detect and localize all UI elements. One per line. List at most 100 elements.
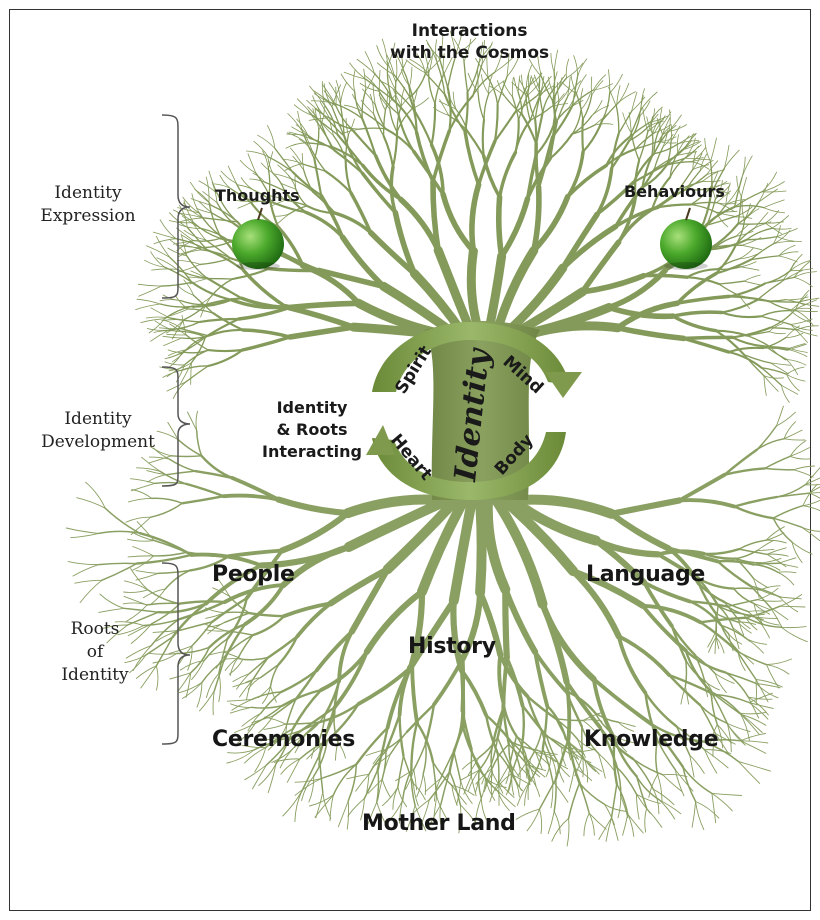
root-segment — [623, 814, 628, 835]
root-segment — [268, 764, 276, 793]
root-segment — [154, 552, 187, 556]
root-segment — [153, 654, 177, 664]
root-segment — [528, 75, 529, 96]
root-segment — [770, 328, 797, 330]
root-segment — [644, 275, 688, 277]
label-thoughts: Thoughts — [215, 186, 300, 205]
root-segment — [261, 163, 272, 173]
root-segment — [705, 750, 717, 774]
root-segment — [186, 484, 224, 496]
root-segment — [619, 83, 628, 101]
root-segment — [302, 755, 320, 791]
root-segment — [784, 430, 802, 439]
root-segment — [412, 664, 417, 723]
root-segment — [233, 674, 250, 682]
root-segment — [789, 344, 805, 349]
root-segment — [610, 74, 623, 93]
root-segment — [773, 518, 792, 542]
root-label-ceremonies: Ceremonies — [212, 727, 355, 752]
root-segment — [243, 330, 290, 337]
root-segment — [734, 497, 776, 507]
root-segment — [764, 200, 785, 208]
root-segment — [206, 319, 239, 337]
root-segment — [200, 258, 230, 264]
root-segment — [224, 612, 249, 613]
root-segment — [778, 572, 796, 573]
root-segment — [384, 110, 386, 136]
root-segment — [540, 779, 556, 809]
root-segment — [354, 71, 355, 92]
root-segment — [574, 56, 578, 78]
root-segment — [779, 256, 797, 262]
root-segment — [261, 664, 279, 677]
root-segment — [410, 67, 412, 86]
root-segment — [165, 306, 193, 318]
root-segment — [696, 802, 704, 830]
root-segment — [124, 608, 158, 612]
root-segment — [567, 682, 570, 739]
root-segment — [764, 208, 785, 213]
root-segment — [528, 326, 618, 335]
root-segment — [794, 277, 812, 286]
root-segment — [131, 479, 155, 484]
root-segment — [379, 95, 390, 109]
root-segment — [132, 490, 152, 499]
root-segment — [612, 784, 617, 818]
root-segment — [787, 360, 798, 375]
root-segment — [341, 82, 347, 104]
root-segment — [797, 326, 819, 330]
root-segment — [658, 205, 691, 208]
root-segment — [683, 767, 696, 802]
root-segment — [663, 774, 687, 776]
root-segment — [742, 156, 752, 178]
root-segment — [167, 382, 187, 392]
root-segment — [338, 801, 348, 827]
root-segment — [295, 791, 302, 822]
root-segment — [99, 563, 137, 564]
root-segment — [772, 228, 791, 229]
root-segment — [766, 533, 784, 541]
root-segment — [290, 303, 359, 307]
root-segment — [754, 565, 778, 573]
root-segment — [152, 498, 182, 503]
root-segment — [794, 466, 815, 470]
root-segment — [179, 683, 202, 693]
root-segment — [769, 332, 785, 334]
root-segment — [138, 284, 161, 286]
root-segment — [757, 600, 782, 602]
root-segment — [744, 275, 760, 281]
root-segment — [592, 100, 603, 116]
root-segment — [173, 382, 186, 399]
root-segment — [748, 611, 767, 612]
root-segment — [641, 92, 657, 109]
root-segment — [145, 260, 165, 267]
root-segment — [347, 801, 348, 829]
root-segment — [505, 589, 507, 658]
root-label-people: People — [212, 562, 295, 587]
root-segment — [502, 199, 528, 257]
root-segment — [498, 77, 507, 105]
root-segment — [129, 498, 152, 502]
root-segment — [765, 211, 779, 224]
root-segment — [316, 792, 323, 818]
root-segment — [465, 132, 479, 185]
root-segment — [518, 76, 520, 93]
root-segment — [568, 166, 607, 197]
root-segment — [141, 319, 165, 323]
root-segment — [736, 551, 757, 559]
root-segment — [606, 137, 629, 165]
root-segment — [779, 245, 795, 256]
root-segment — [619, 92, 635, 102]
root-segment — [722, 313, 761, 318]
root-segment — [773, 226, 780, 244]
root-segment — [797, 311, 814, 326]
root-segment — [230, 707, 251, 713]
root-segment — [784, 439, 805, 440]
root-segment — [704, 549, 739, 554]
root-segment — [359, 128, 386, 129]
root-segment — [243, 337, 290, 350]
root-segment — [547, 706, 566, 739]
root-segment — [196, 411, 197, 430]
root-segment — [297, 99, 313, 116]
root-segment — [738, 651, 754, 665]
